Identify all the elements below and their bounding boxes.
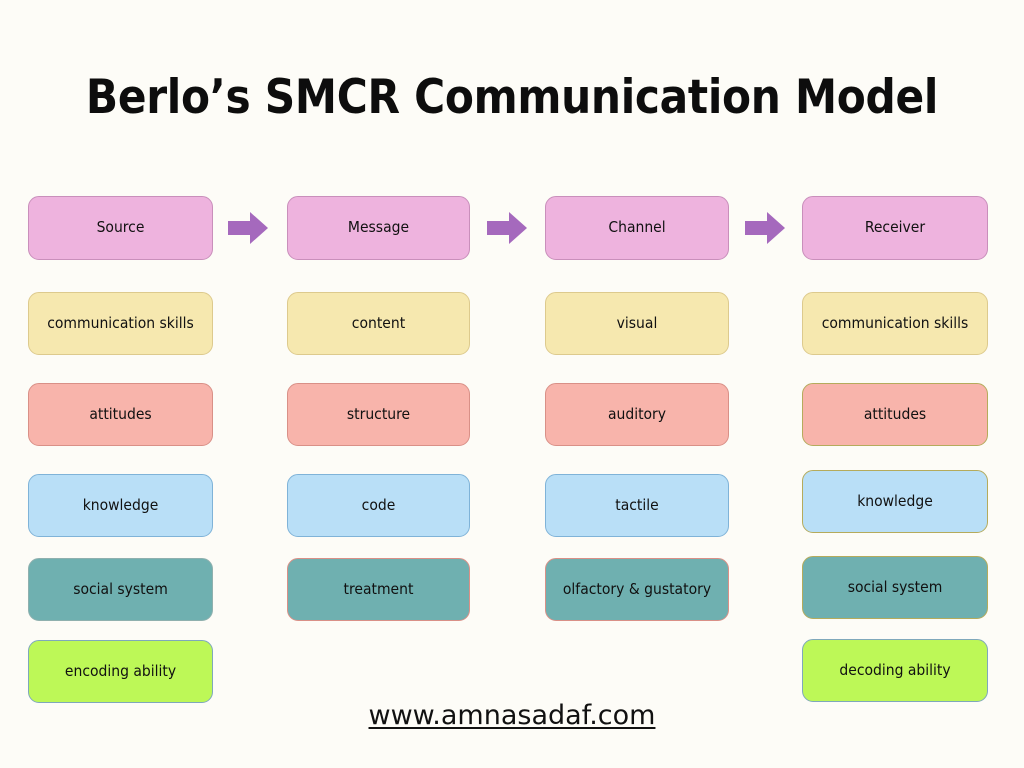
item-box-receiver-2: knowledge [802, 470, 988, 533]
arrow-message-to-channel [487, 211, 527, 245]
item-box-message-3: treatment [287, 558, 470, 621]
item-box-source-4: encoding ability [28, 640, 213, 703]
item-box-channel-1: auditory [545, 383, 729, 446]
header-box-source: Source [28, 196, 213, 260]
arrow-source-to-message [228, 211, 268, 245]
item-box-receiver-4: decoding ability [802, 639, 988, 702]
header-box-receiver: Receiver [802, 196, 988, 260]
item-box-source-3: social system [28, 558, 213, 621]
item-box-message-0: content [287, 292, 470, 355]
item-box-receiver-3: social system [802, 556, 988, 619]
item-box-source-2: knowledge [28, 474, 213, 537]
item-box-source-1: attitudes [28, 383, 213, 446]
item-box-source-0: communication skills [28, 292, 213, 355]
header-box-message: Message [287, 196, 470, 260]
header-box-channel: Channel [545, 196, 729, 260]
item-box-channel-2: tactile [545, 474, 729, 537]
item-box-receiver-1: attitudes [802, 383, 988, 446]
arrow-channel-to-receiver [745, 211, 785, 245]
item-box-message-2: code [287, 474, 470, 537]
item-box-channel-3: olfactory & gustatory [545, 558, 729, 621]
item-box-receiver-0: communication skills [802, 292, 988, 355]
item-box-channel-0: visual [545, 292, 729, 355]
item-box-message-1: structure [287, 383, 470, 446]
page-title: Berlo’s SMCR Communication Model [85, 70, 939, 125]
footer-website-url: www.amnasadaf.com [368, 700, 656, 731]
